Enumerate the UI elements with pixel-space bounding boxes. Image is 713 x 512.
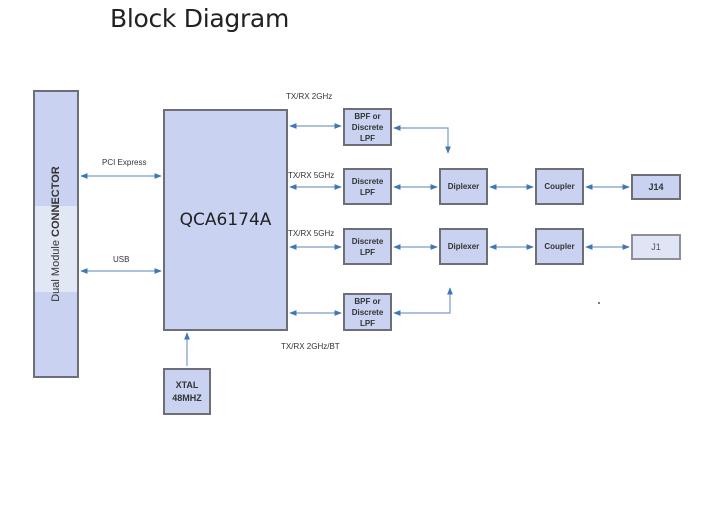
dual-module-connector: Dual Module CONNECTOR — [33, 90, 79, 378]
filter-label: BPF or — [354, 111, 381, 121]
filter-label: Discrete — [351, 176, 384, 186]
pci-express-label: PCI Express — [102, 158, 147, 167]
diplexer-block-2: Diplexer — [439, 228, 488, 265]
tx-rx-2ghz-label: TX/RX 2GHz — [286, 92, 333, 101]
diplexer-block-1: Diplexer — [439, 168, 488, 205]
usb-label: USB — [113, 255, 130, 264]
connector-highlight-band — [35, 206, 77, 292]
antenna-port-j14: J14 — [631, 174, 681, 200]
coupler-block-2: Coupler — [535, 228, 584, 265]
chip-label: QCA6174A — [179, 210, 272, 230]
diplexer-label: Diplexer — [447, 242, 480, 251]
tx-rx-5ghz-label-1: TX/RX 5GHz — [288, 171, 335, 180]
filter-label: LPF — [359, 318, 376, 328]
filter-label: LPF — [359, 247, 376, 257]
stray-dot — [598, 302, 600, 304]
filter-label: Discrete — [351, 307, 384, 317]
filter-label: Discrete — [351, 236, 384, 246]
filter-label: LPF — [359, 187, 376, 197]
antenna-port-j1: J1 — [631, 234, 681, 260]
arrow-filter-2ghz-diplexer-1 — [393, 125, 451, 154]
antenna-label: J1 — [651, 241, 661, 252]
qca6174a-chip-block: QCA6174A — [163, 109, 288, 331]
coupler-label: Coupler — [544, 182, 575, 191]
xtal-label-line1: XTAL — [175, 379, 199, 390]
coupler-block-1: Coupler — [535, 168, 584, 205]
filter-label: BPF or — [354, 296, 381, 306]
filter-label: Discrete — [351, 122, 384, 132]
xtal-label-line2: 48MHZ — [172, 392, 202, 403]
filter-label: LPF — [359, 133, 376, 143]
diplexer-label: Diplexer — [447, 182, 480, 191]
antenna-label: J14 — [648, 181, 664, 192]
coupler-label: Coupler — [544, 242, 575, 251]
xtal-block: XTAL 48MHZ — [163, 368, 211, 415]
arrow-filter-2ghz-bt-diplexer-2 — [393, 287, 453, 316]
diagram-title: Block Diagram — [110, 4, 289, 33]
tx-rx-2ghz-bt-label: TX/RX 2GHz/BT — [281, 342, 340, 351]
tx-rx-5ghz-label-2: TX/RX 5GHz — [288, 229, 335, 238]
